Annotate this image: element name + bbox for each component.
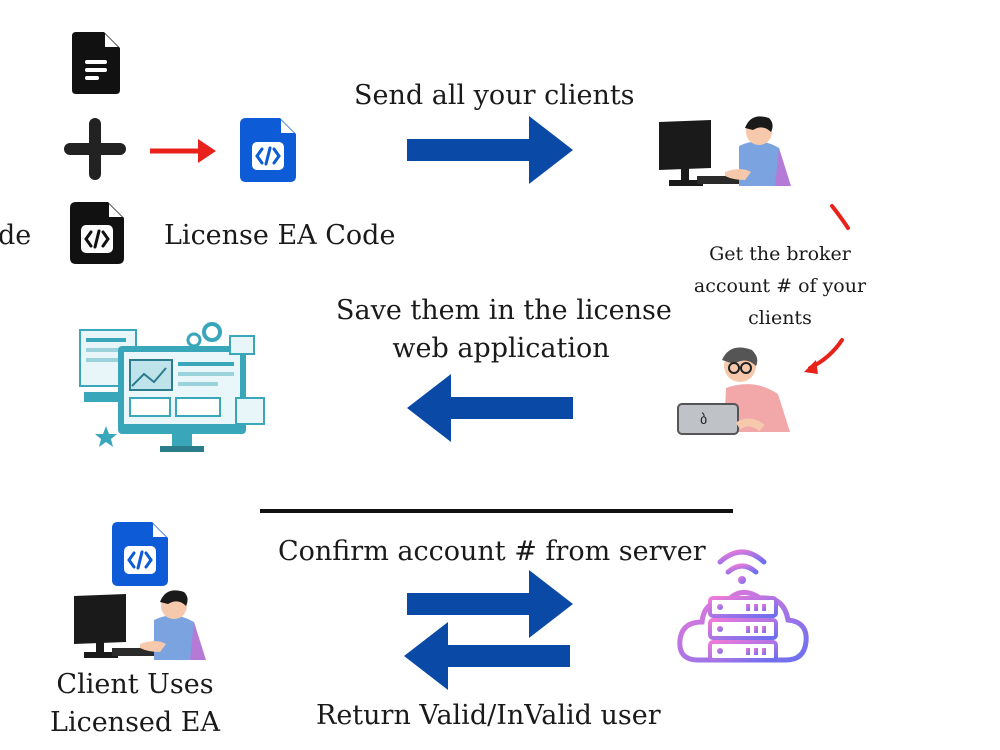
return-valid-invalid-label: Return Valid/InValid user: [316, 700, 661, 731]
save-line-1: Save them in the license: [336, 295, 672, 326]
confirm-account-label: Confirm account # from server: [278, 536, 706, 567]
red-arrow-right-icon: [148, 136, 218, 166]
client-uses-line-1: Client Uses: [56, 669, 214, 700]
svg-text:ბ: ბ: [700, 412, 707, 428]
save-license-web-app-label: Save them in the license web application: [336, 292, 672, 368]
red-arrow-tail-icon: [826, 202, 854, 232]
license-ea-code-label: License EA Code: [164, 220, 396, 251]
web-application-monitor-icon: [74, 316, 270, 456]
dark-code-file-icon: [68, 200, 126, 266]
document-icon: [70, 30, 122, 96]
cloud-server-icon: [676, 540, 810, 670]
get-broker-line-2: account # of your: [693, 275, 867, 297]
section-divider: [260, 509, 733, 513]
get-broker-account-label: Get the broker account # of your clients: [690, 238, 870, 334]
client-uses-line-2: Licensed EA: [50, 707, 220, 738]
get-broker-line-3: clients: [748, 307, 812, 329]
send-all-clients-label: Send all your clients: [354, 80, 635, 111]
code-file-icon: [238, 116, 298, 184]
person-at-computer-icon: [655, 110, 795, 192]
person-with-laptop-icon: ბ: [676, 344, 798, 436]
blue-arrow-left: [405, 370, 575, 446]
client-at-computer-icon: [70, 588, 210, 664]
blue-arrow-right: [405, 112, 575, 188]
client-uses-licensed-ea-label: Client Uses Licensed EA: [50, 666, 220, 742]
blue-arrow-left-return: [402, 618, 572, 694]
get-broker-line-1: Get the broker: [709, 243, 851, 265]
red-curved-arrow-icon: [800, 334, 848, 378]
client-code-file-icon: [110, 520, 170, 588]
plus-icon: [62, 116, 128, 182]
save-line-2: web application: [392, 333, 610, 364]
cropped-label: de: [0, 220, 32, 251]
blue-arrow-right-confirm: [405, 566, 575, 642]
